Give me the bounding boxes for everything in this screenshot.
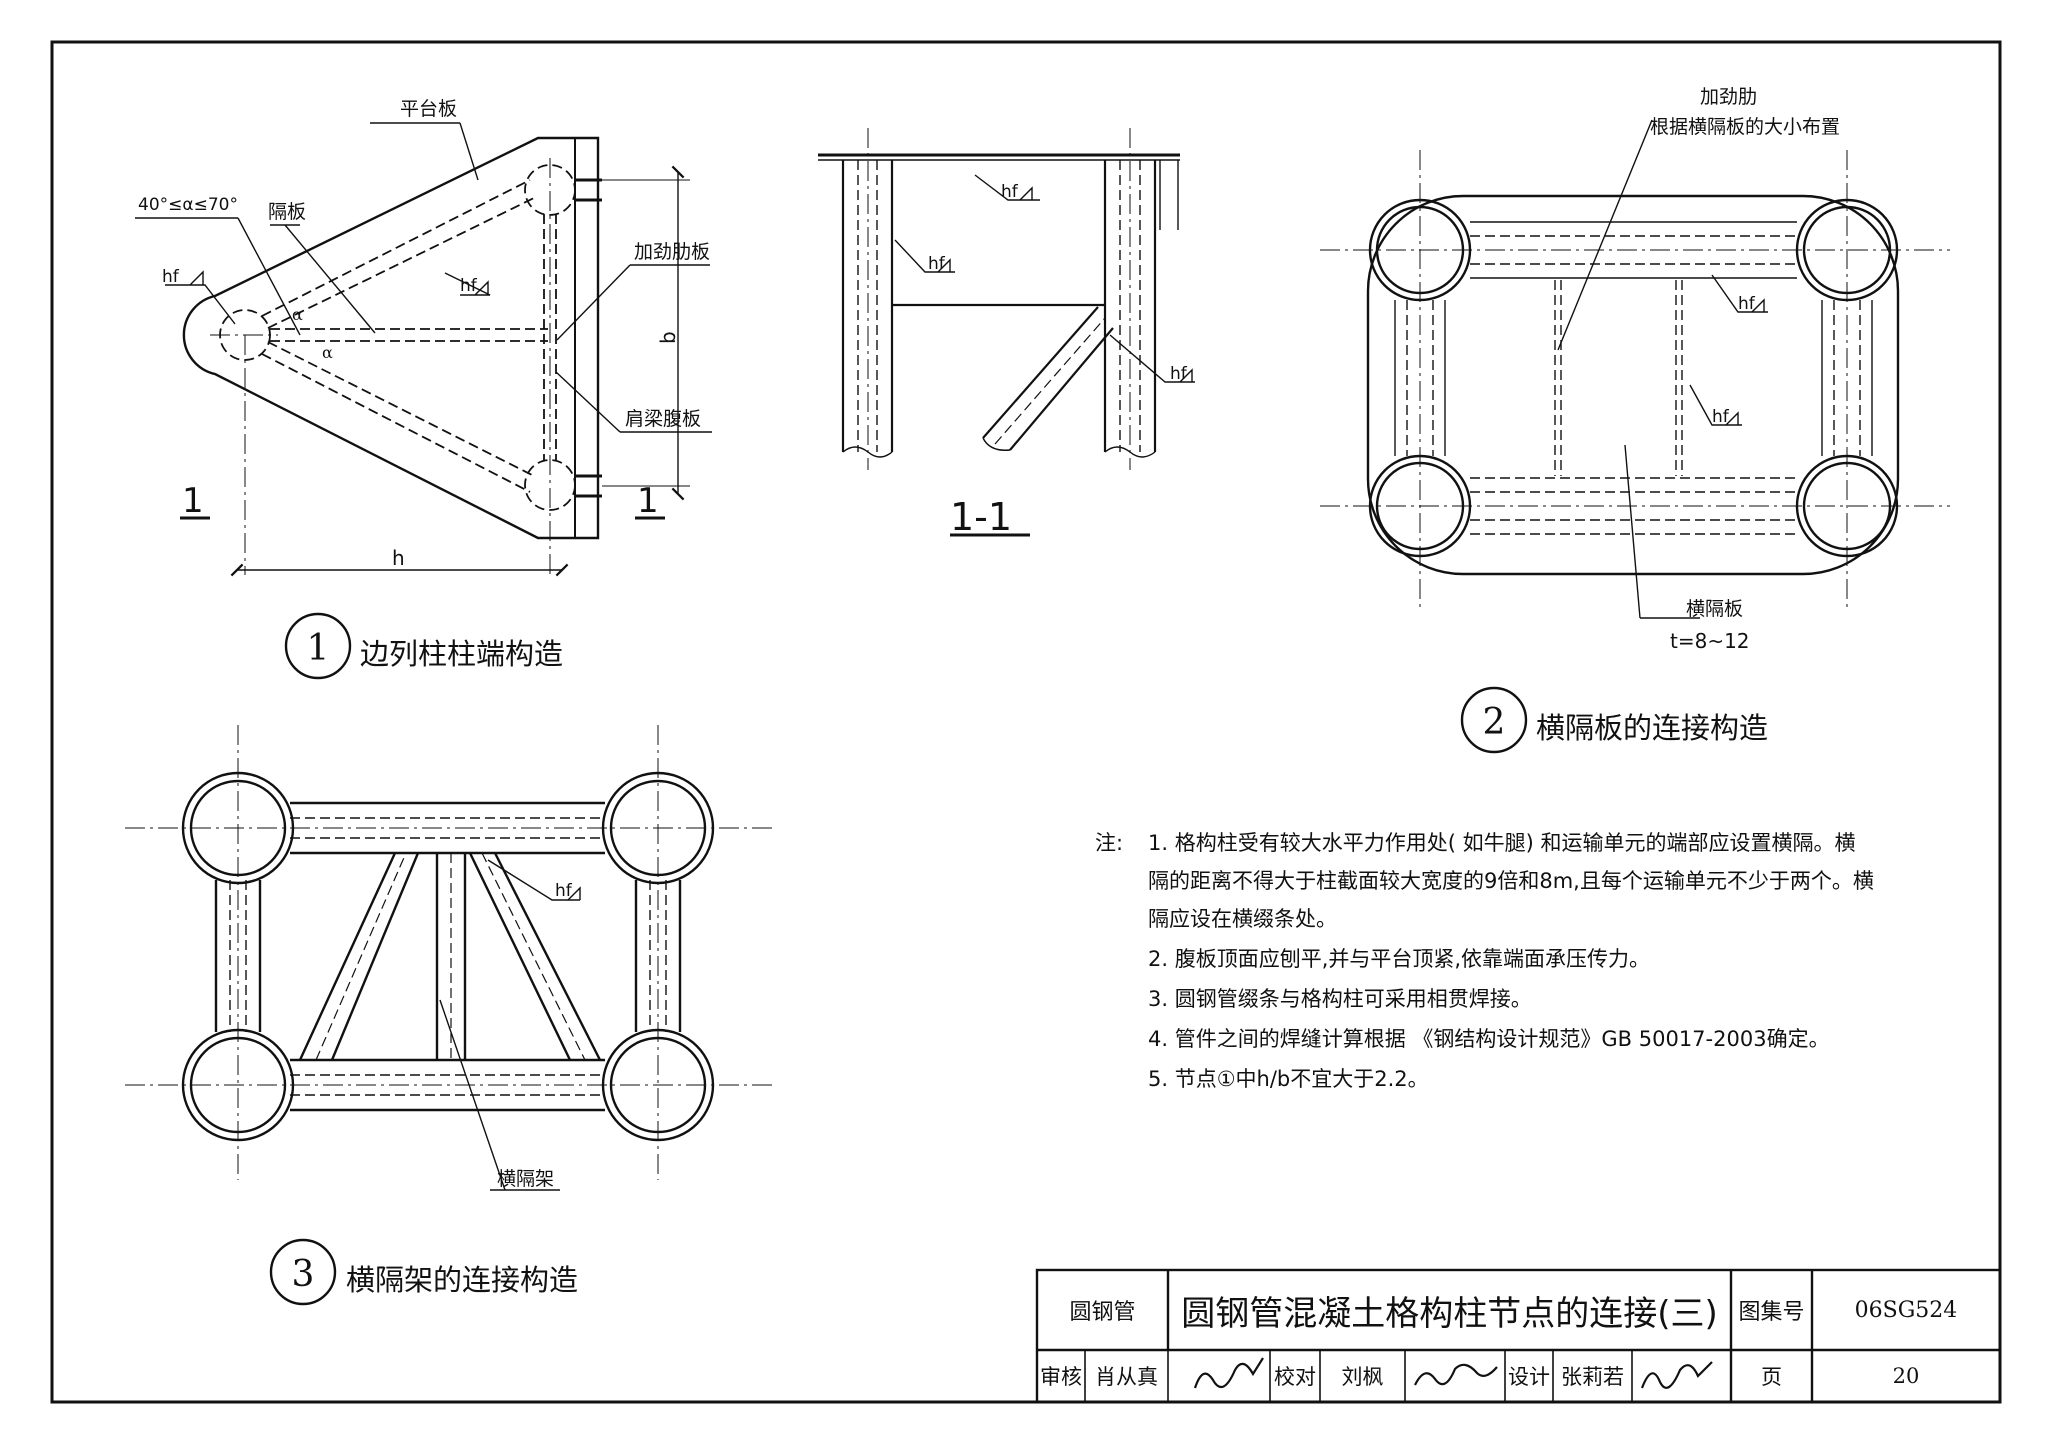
note-line: 1. 格构柱受有较大水平力作用处( 如牛腿) 和运输单元的端部应设置横隔。横 [1148, 831, 1856, 855]
dimension-h: h [392, 546, 405, 570]
designer-name: 张莉若 [1561, 1365, 1624, 1389]
drawing-title: 圆钢管混凝土格构柱节点的连接(三) [1181, 1293, 1718, 1334]
note-line: 2. 腹板顶面应刨平,并与平台顶紧,依靠端面承压传力。 [1148, 947, 1651, 971]
detail-2-caption: 横隔板的连接构造 [1536, 711, 1768, 745]
notes-prefix: 注: [1095, 831, 1124, 855]
check-label: 校对 [1274, 1365, 1316, 1389]
label-diaphragm-plate: 横隔板 [1686, 598, 1743, 620]
note-line: 5. 节点①中h/b不宜大于2.2。 [1148, 1067, 1429, 1091]
detail-1-number-circle [284, 612, 352, 680]
detail-3-number: 3 [292, 1254, 315, 1295]
weld-label-hf-2: hf [460, 276, 478, 296]
checker-name: 刘枫 [1341, 1365, 1384, 1389]
label-cross-frame: 横隔架 [497, 1168, 554, 1190]
detail-3-caption: 横隔架的连接构造 [346, 1263, 578, 1297]
weld-label-hf-7: hf [1712, 407, 1730, 427]
review-label: 审核 [1040, 1365, 1082, 1389]
label-stiffener-plate: 加劲肋板 [634, 241, 710, 263]
detail-3-drawing [125, 725, 775, 1191]
weld-label-hf-6: hf [1738, 294, 1756, 314]
detail-2-drawing [1320, 119, 1950, 619]
detail-1-number: 1 [307, 628, 330, 669]
weld-label-hf-5: hf [1170, 364, 1188, 384]
page-label: 页 [1761, 1365, 1782, 1389]
detail-1-caption: 边列柱柱端构造 [360, 637, 563, 671]
note-line: 隔应设在横缀条处。 [1148, 907, 1337, 931]
note-line: 3. 圆钢管缀条与格构柱可采用相贯焊接。 [1148, 987, 1532, 1011]
atlas-number: 06SG524 [1854, 1297, 1958, 1323]
label-thickness: t=8~12 [1670, 629, 1750, 653]
label-alpha-1: α [292, 305, 303, 324]
weld-label-hf-4: hf [928, 254, 946, 274]
design-label: 设计 [1508, 1365, 1550, 1389]
section-mark-right: 1 [637, 481, 659, 521]
note-line: 4. 管件之间的焊缝计算根据 《钢结构设计规范》GB 50017-2003确定。 [1148, 1027, 1830, 1051]
note-line: 隔的距离不得大于柱截面较大宽度的9倍和8m,且每个运输单元不少于两个。横 [1148, 869, 1874, 893]
section-1-1-drawing [818, 128, 1195, 537]
detail-2-number-circle [1460, 686, 1528, 754]
detail-1-drawing [135, 122, 712, 577]
label-angle-range: 40°≤α≤70° [138, 195, 238, 215]
label-platform-plate: 平台板 [400, 98, 457, 120]
label-shoulder-beam-web: 肩梁腹板 [625, 408, 701, 430]
label-alpha-2: α [322, 343, 333, 362]
sheet-border [50, 40, 2002, 1404]
section-mark-left: 1 [182, 481, 204, 521]
label-stiffener-note: 根据横隔板的大小布置 [1650, 116, 1840, 138]
page-number: 20 [1892, 1364, 1920, 1388]
section-1-1-title: 1-1 [950, 495, 1012, 539]
weld-label-hf-8: hf [555, 881, 573, 901]
label-diaphragm: 隔板 [268, 201, 306, 223]
weld-label-hf-3: hf [1001, 182, 1019, 202]
dimension-b: b [656, 331, 680, 344]
detail-3-number-circle [269, 1238, 337, 1306]
detail-2-number: 2 [1483, 702, 1506, 743]
label-stiffener: 加劲肋 [1700, 86, 1757, 108]
weld-label-hf-1: hf [162, 267, 180, 287]
title-block-grid [1035, 1268, 2002, 1404]
reviewer-name: 肖从真 [1095, 1365, 1158, 1389]
title-block-category: 圆钢管 [1069, 1300, 1136, 1325]
atlas-number-label: 图集号 [1738, 1300, 1805, 1325]
